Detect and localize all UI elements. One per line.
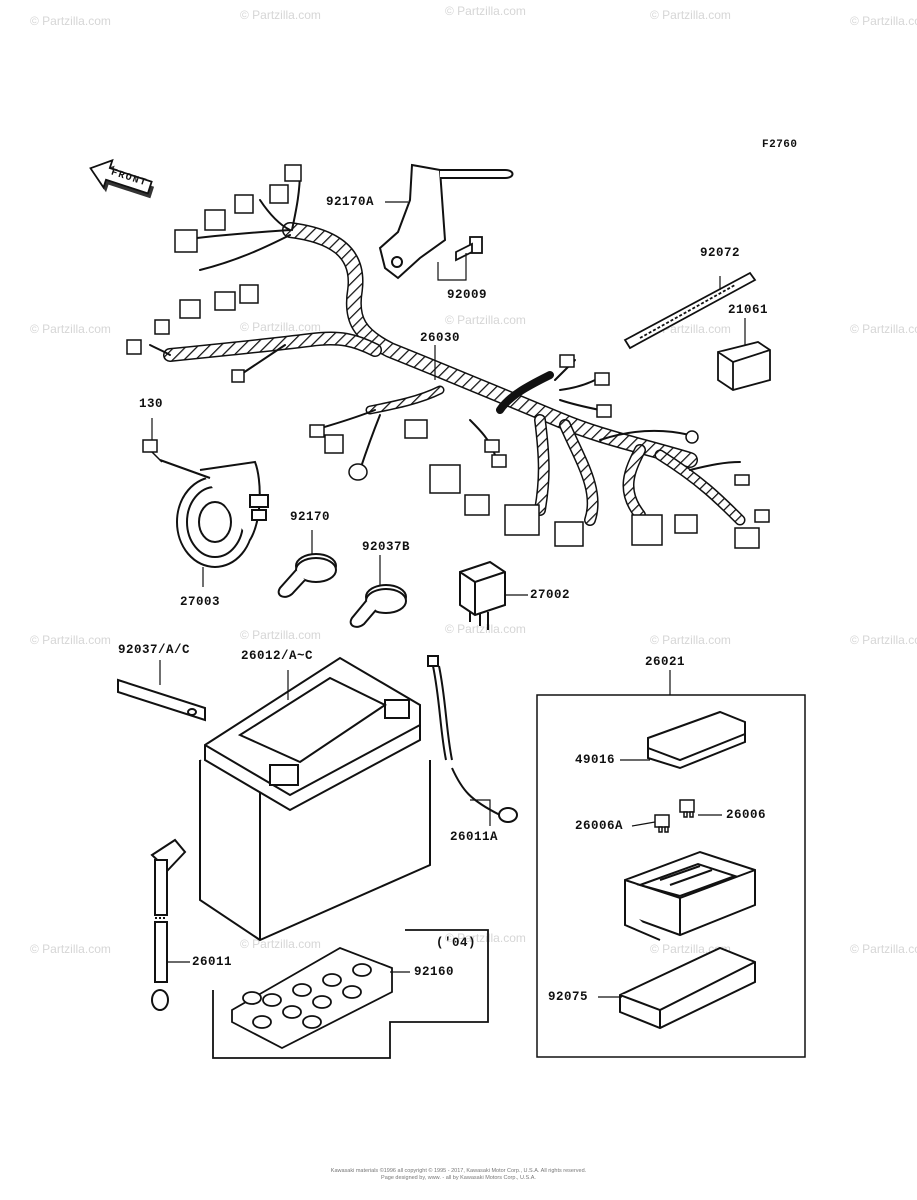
strap-92037 xyxy=(117,678,206,722)
fuse-block xyxy=(624,850,756,941)
harness-connectors xyxy=(126,164,770,549)
clamp-92170 xyxy=(277,553,337,598)
part-label-92037-a-c: 92037/A/C xyxy=(118,643,191,657)
part-label-92075: 92075 xyxy=(548,990,589,1004)
part-label-26011: 26011 xyxy=(192,955,233,969)
part-label-26012-a-c: 26012/A~C xyxy=(241,649,314,663)
part-label-04: ('04) xyxy=(436,936,477,950)
copyright-line: Kawasaki materials ©1996 all copyright ©… xyxy=(330,1168,587,1174)
part-label-92160: 92160 xyxy=(414,965,455,979)
fuse-box-cover-49016 xyxy=(647,710,746,770)
watermark: © Partzilla.com xyxy=(850,14,917,28)
part-label-92037b: 92037B xyxy=(362,540,411,554)
fuse-box-base-92075 xyxy=(619,946,756,1030)
figure-code: F2760 xyxy=(762,139,798,151)
watermark: © Partzilla.com xyxy=(445,931,526,945)
part-label-26021: 26021 xyxy=(645,655,686,669)
watermark: © Partzilla.com xyxy=(30,14,111,28)
cable-26011a xyxy=(427,655,518,823)
bracket-92170a xyxy=(378,163,514,280)
clamp-92037b xyxy=(349,584,407,628)
watermark: © Partzilla.com xyxy=(850,633,917,647)
front-arrow-icon xyxy=(89,158,155,199)
part-label-26011a: 26011A xyxy=(450,830,499,844)
screw-130 xyxy=(142,439,163,463)
watermark: © Partzilla.com xyxy=(240,320,321,334)
part-label-26006: 26006 xyxy=(726,808,767,822)
watermark: © Partzilla.com xyxy=(650,8,731,22)
wiring-harness xyxy=(149,169,746,526)
leader-lines xyxy=(151,201,746,998)
cable-26011 xyxy=(150,838,187,1011)
watermark: © Partzilla.com xyxy=(445,4,526,18)
watermark: © Partzilla.com xyxy=(650,633,731,647)
pad-92160 xyxy=(212,929,489,1059)
battery-26012 xyxy=(199,656,431,942)
watermark: © Partzilla.com xyxy=(240,8,321,22)
horn-27003 xyxy=(159,459,269,568)
relay-21061 xyxy=(717,341,771,391)
cable-tie-92072 xyxy=(623,271,757,350)
part-label-92170a: 92170A xyxy=(326,195,375,209)
assembly-box-26021 xyxy=(536,694,806,1058)
part-label-92072: 92072 xyxy=(700,246,741,260)
watermark: © Partzilla.com xyxy=(850,322,917,336)
fuse-26006 xyxy=(679,799,695,818)
watermark: © Partzilla.com xyxy=(445,622,526,636)
fuse-26006a xyxy=(654,814,670,833)
part-label-92170: 92170 xyxy=(290,510,331,524)
part-label-92009: 92009 xyxy=(447,288,488,302)
relay-27002 xyxy=(459,560,506,630)
part-label-27002: 27002 xyxy=(530,588,571,602)
watermark: © Partzilla.com xyxy=(30,942,111,956)
bolt-92009 xyxy=(455,236,483,262)
part-label-21061: 21061 xyxy=(728,303,769,317)
watermark: © Partzilla.com xyxy=(850,942,917,956)
part-label-26006a: 26006A xyxy=(575,819,624,833)
watermark: © Partzilla.com xyxy=(30,633,111,647)
part-label-27003: 27003 xyxy=(180,595,221,609)
watermark: © Partzilla.com xyxy=(30,322,111,336)
watermark: © Partzilla.com xyxy=(445,313,526,327)
part-label-49016: 49016 xyxy=(575,753,616,767)
copyright-line-2: Page designed by, www. - all by Kawasaki… xyxy=(381,1175,536,1181)
watermark: © Partzilla.com xyxy=(240,628,321,642)
part-label-26030: 26030 xyxy=(420,331,461,345)
part-label-130: 130 xyxy=(139,397,164,411)
